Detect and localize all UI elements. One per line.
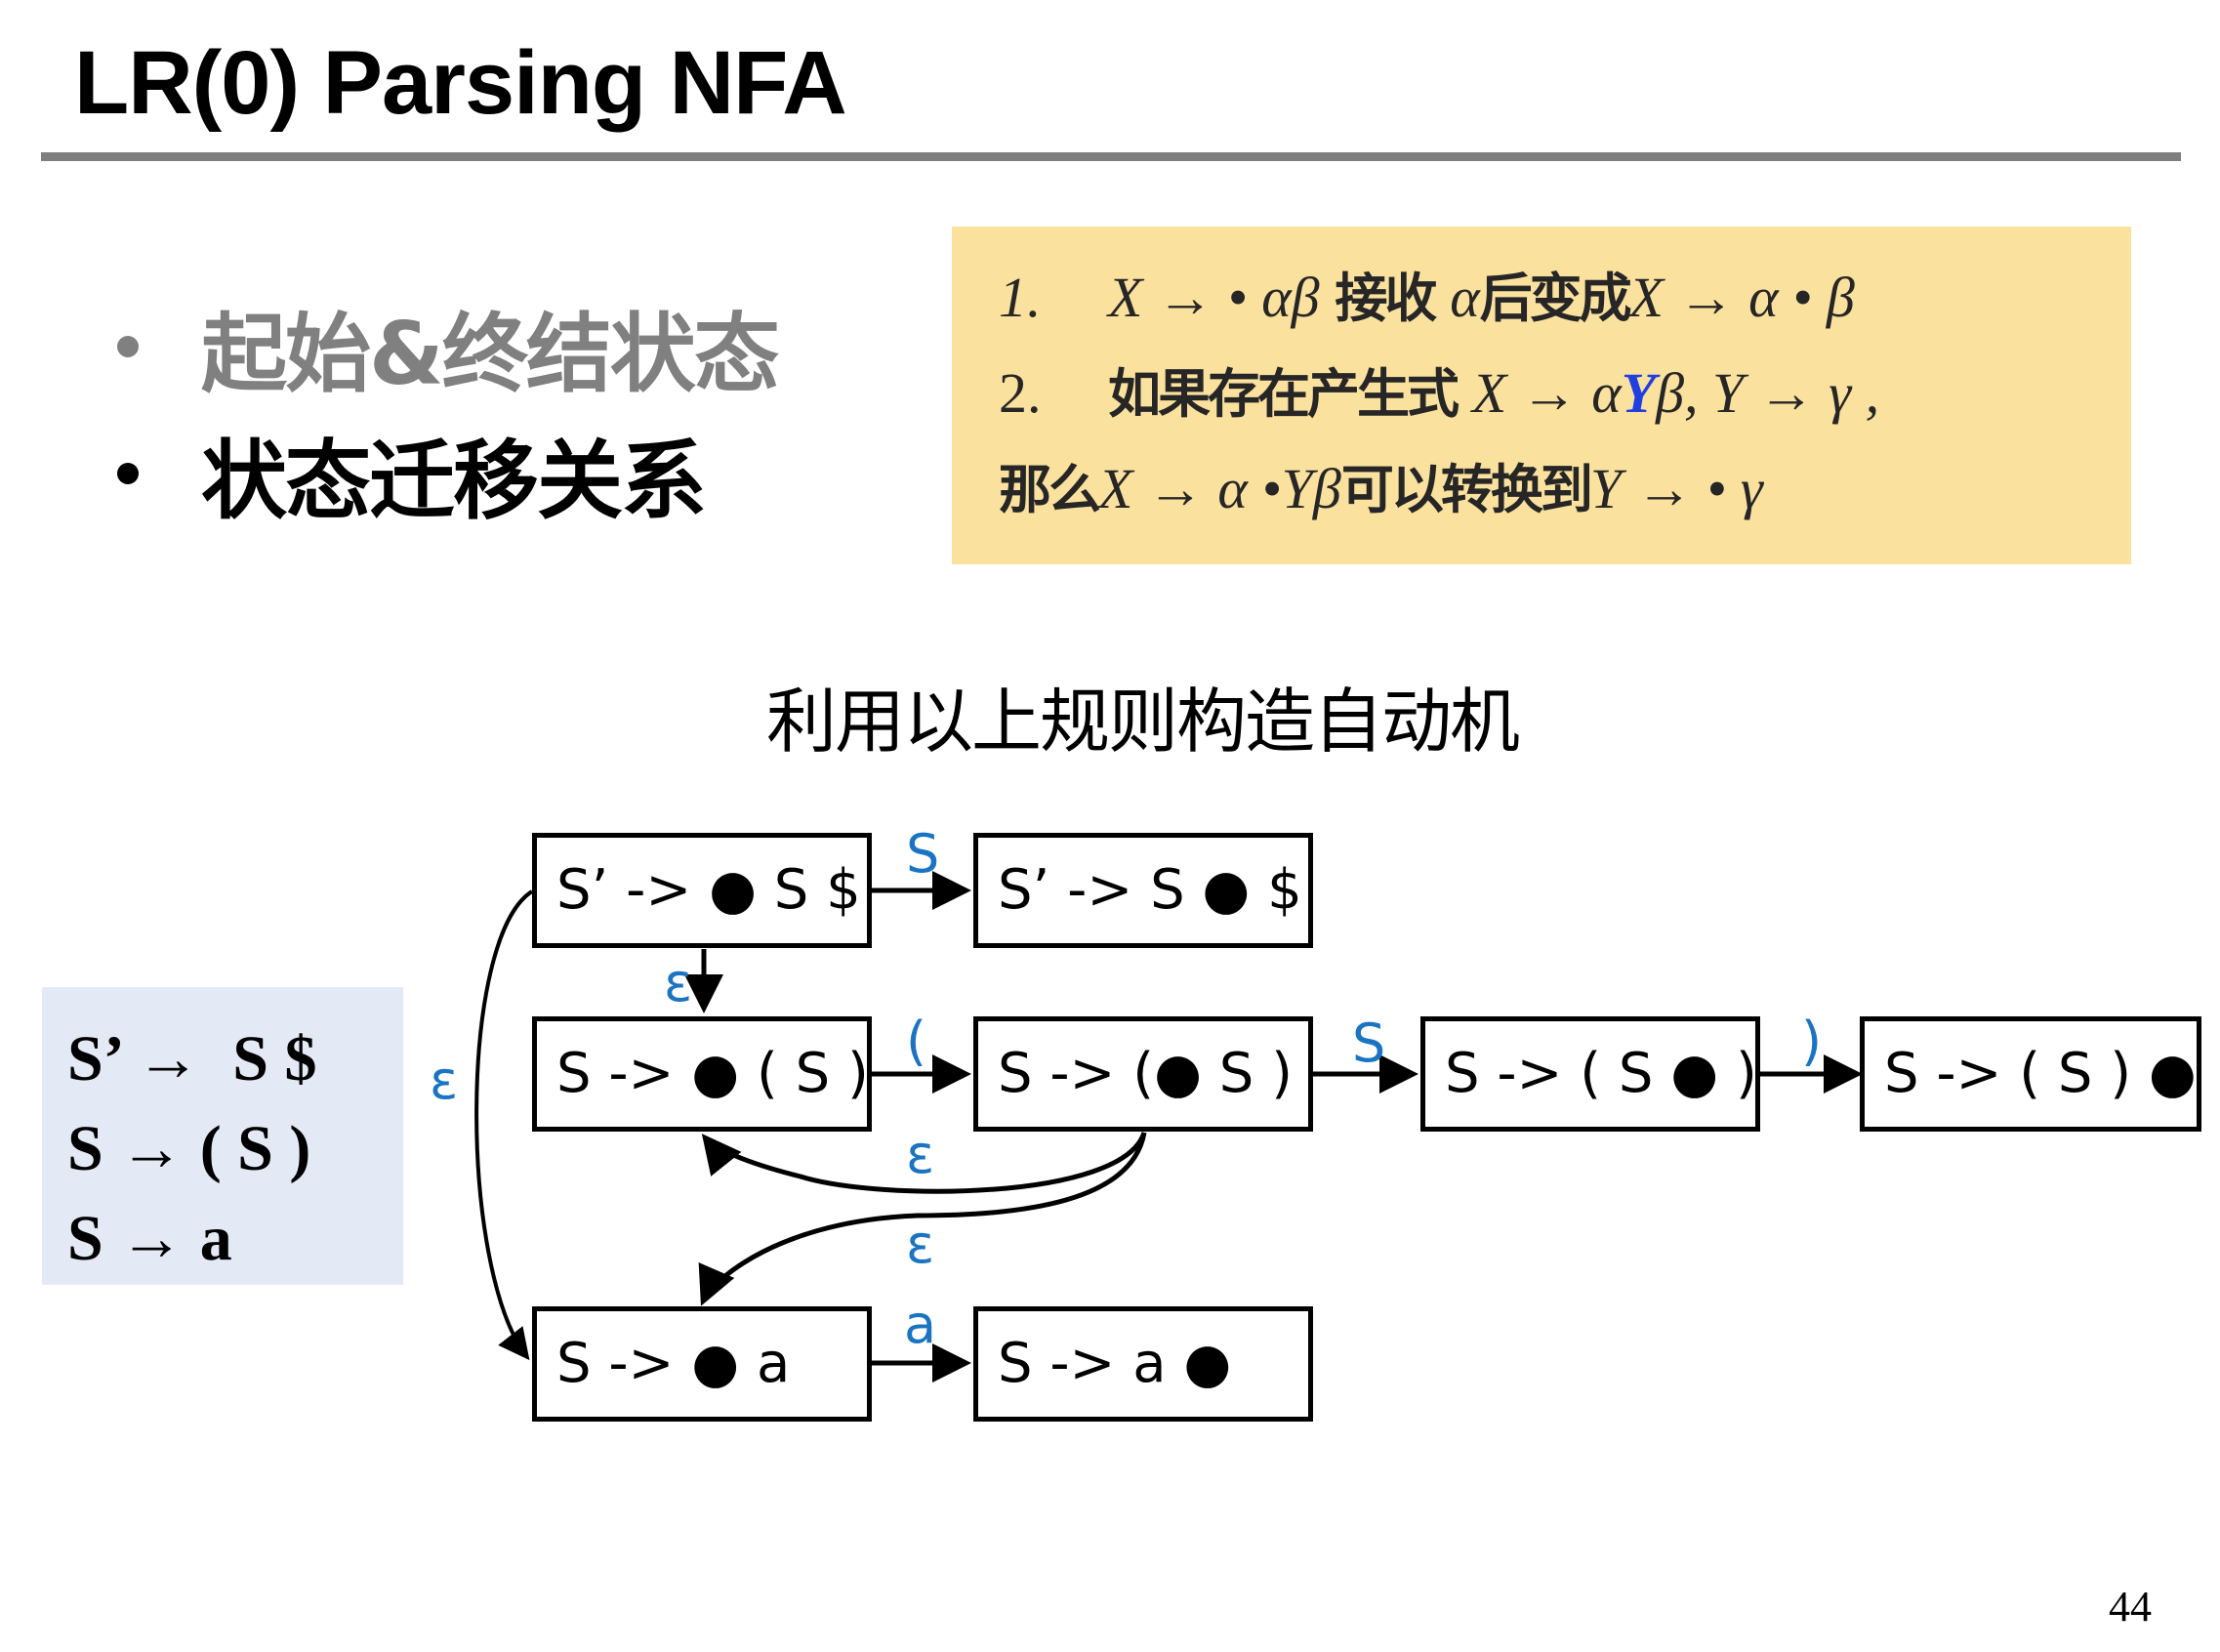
bullet-start-final-states: 起始&终结状态 (117, 283, 780, 410)
rule-symbol: α (1450, 266, 1480, 329)
rule-formula: Y → • γ (1589, 457, 1763, 520)
title-divider (41, 152, 2181, 161)
edge-label-s2-s3: ( (906, 1011, 927, 1072)
rule-formula: X → α •Yβ (1098, 457, 1341, 520)
grammar-rule: S → a (67, 1203, 232, 1274)
page-number: 44 (2109, 1583, 2152, 1631)
bullet-transition-relation: 状态迁移关系 (117, 410, 778, 537)
edge-label-s4-s5: ) (1801, 1011, 1823, 1072)
rule-2: 2. 如果存在产生式 X → αYβ, Y → γ , (999, 346, 2131, 441)
rule-text: 那么 (999, 459, 1101, 520)
state-s6: S -> ● a (532, 1306, 872, 1422)
edge-label-s0-s2: ε (664, 952, 693, 1013)
rule-number: 2. (999, 361, 1042, 425)
bullet-text: 起始&终结状态 (201, 303, 780, 404)
rule-highlight-symbol: Y (1621, 361, 1657, 425)
diagram-caption: 利用以上规则构造自动机 (765, 681, 1520, 763)
edge-label-s3-s4: S (1352, 1012, 1386, 1074)
bullet-dot-icon (117, 463, 139, 484)
edge-label-s3-s6: ε (906, 1214, 935, 1275)
edge-label-s0-s6: ε (430, 1050, 459, 1111)
rule-text: 接收 (1319, 268, 1451, 329)
state-s7: S -> a ● (973, 1306, 1313, 1422)
rule-1: 1. X → • αβ 接收 α后变成X → α • β (999, 250, 2131, 346)
bullet-text: 状态迁移关系 (201, 430, 707, 531)
state-s2: S -> ● ( S ) (532, 1016, 872, 1132)
rule-2-continuation: 那么X → α •Yβ可以转换到Y → • γ (999, 441, 2131, 537)
rule-text: 后变成 (1479, 268, 1632, 329)
rule-formula: X → • αβ (1108, 266, 1320, 329)
slide-title: LR(0) Parsing NFA (74, 33, 847, 133)
edge-label-s0-s1: S (906, 823, 940, 885)
edge-label-s6-s7: a (904, 1294, 937, 1355)
rule-text: 可以转换到 (1340, 459, 1593, 520)
bullet-dot-icon (117, 336, 139, 357)
grammar-box: S’ → S $ S → ( S ) S → a (42, 987, 403, 1285)
state-s1: S’ -> S ● $ (973, 833, 1313, 948)
state-s4: S -> ( S ● ) (1420, 1016, 1760, 1132)
grammar-rule: S → ( S ) (67, 1113, 311, 1184)
rules-callout: 1. X → • αβ 接收 α后变成X → α • β 2. 如果存在产生式 X … (952, 227, 2131, 564)
grammar-rule: S’ → S $ (67, 1023, 317, 1094)
rule-formula: X → α (1471, 361, 1622, 425)
rule-formula: X → α • β (1628, 266, 1855, 329)
state-s0: S’ -> ● S $ (532, 833, 872, 948)
edge-label-s3-s2: ε (906, 1124, 935, 1185)
rule-number: 1. (999, 266, 1042, 329)
state-s3: S -> (● S ) (973, 1016, 1313, 1132)
state-s5: S -> ( S ) ● (1860, 1016, 2201, 1132)
rule-text: 如果存在产生式 (1108, 363, 1472, 425)
rule-formula: β, Y → γ , (1656, 361, 1880, 425)
bullet-list: 起始&终结状态 状态迁移关系 (117, 283, 780, 537)
edge-s0-s6 (474, 889, 534, 1361)
